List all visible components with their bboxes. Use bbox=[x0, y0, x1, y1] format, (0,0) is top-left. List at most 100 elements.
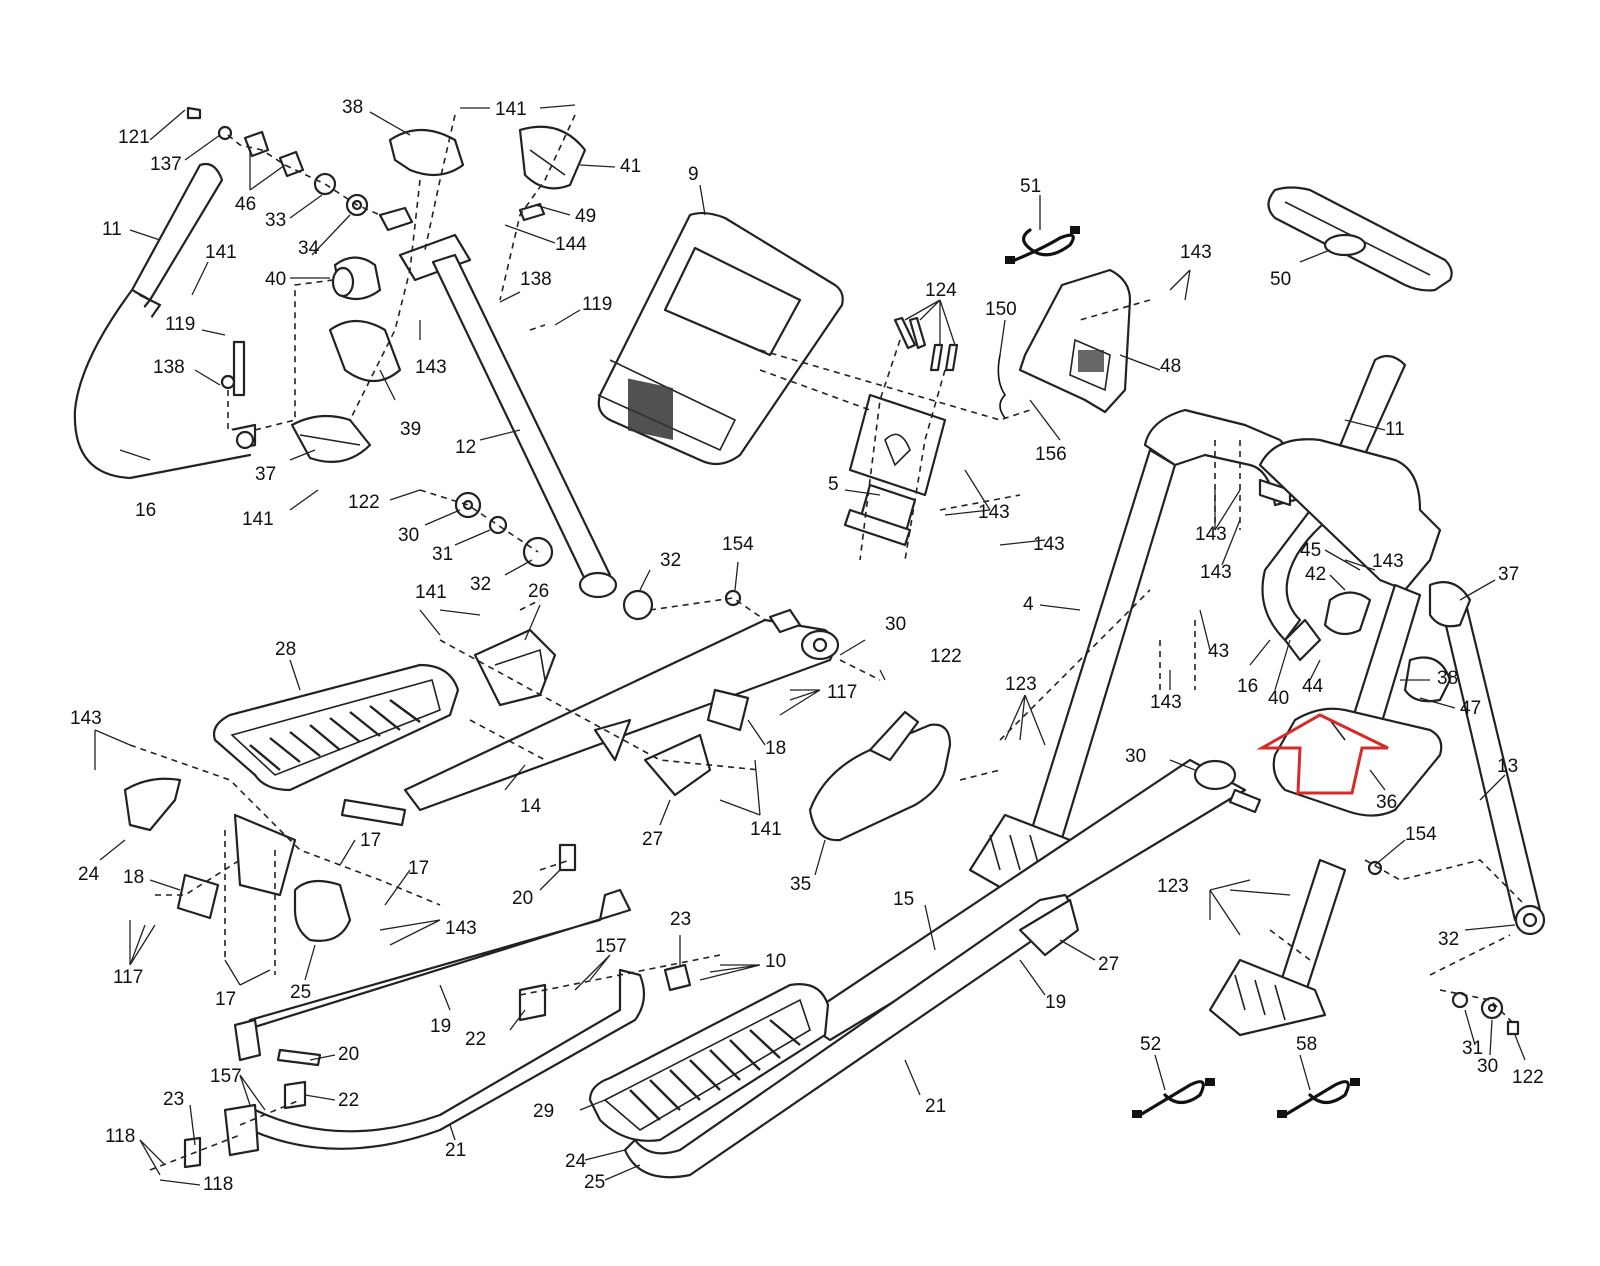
callout-33: 33 bbox=[265, 210, 286, 231]
callout-22b: 22 bbox=[338, 1090, 359, 1111]
callout-12: 12 bbox=[455, 437, 476, 458]
callout-32a: 32 bbox=[470, 574, 491, 595]
callout-9: 9 bbox=[688, 164, 699, 185]
callout-22a: 22 bbox=[465, 1029, 486, 1050]
console-9 bbox=[597, 211, 844, 466]
callout-118b: 118 bbox=[203, 1174, 233, 1195]
callout-31b: 31 bbox=[1462, 1038, 1483, 1059]
callout-45: 45 bbox=[1300, 540, 1321, 561]
callout-16a: 16 bbox=[135, 500, 156, 521]
callout-156: 156 bbox=[1035, 444, 1067, 465]
callout-43: 43 bbox=[1208, 641, 1229, 662]
rail-19-left bbox=[233, 888, 632, 1062]
power-cord-51 bbox=[1005, 226, 1080, 264]
callout-25a: 25 bbox=[290, 982, 311, 1003]
callout-50: 50 bbox=[1270, 269, 1291, 290]
callout-154a: 154 bbox=[722, 534, 754, 555]
callout-117a: 117 bbox=[827, 682, 857, 703]
callout-143d: 143 bbox=[1033, 534, 1065, 555]
callout-144: 144 bbox=[555, 234, 587, 255]
callout-14: 14 bbox=[520, 796, 542, 817]
callout-24a: 24 bbox=[78, 864, 100, 885]
callout-41: 41 bbox=[620, 156, 641, 177]
callout-17a: 17 bbox=[360, 830, 381, 851]
pivot-bushing-parts bbox=[290, 125, 587, 463]
callout-157b: 157 bbox=[210, 1066, 242, 1087]
pedal-arm-15 bbox=[798, 758, 1262, 1042]
callout-10: 10 bbox=[765, 951, 786, 972]
callout-labels: 121 137 46 33 34 38 141 41 49 144 11 141… bbox=[70, 97, 1544, 1195]
pedal-shroud-35 bbox=[808, 710, 952, 842]
callout-28: 28 bbox=[275, 639, 296, 660]
callout-20a: 20 bbox=[512, 888, 533, 909]
pedal-plate-18 bbox=[176, 688, 750, 920]
pedal-bracket-26 bbox=[473, 628, 557, 707]
callout-138b: 138 bbox=[153, 357, 185, 378]
callout-21a: 21 bbox=[445, 1140, 466, 1161]
callout-32b: 32 bbox=[660, 550, 681, 571]
callout-25b: 25 bbox=[584, 1172, 605, 1193]
callout-34: 34 bbox=[298, 238, 320, 259]
callout-30b: 30 bbox=[885, 614, 906, 635]
callout-36: 36 bbox=[1376, 792, 1397, 813]
callout-141e: 141 bbox=[750, 819, 782, 840]
callout-117b: 117 bbox=[113, 967, 143, 988]
callout-29: 29 bbox=[533, 1101, 554, 1122]
callout-17b: 17 bbox=[408, 858, 429, 879]
callout-122b: 122 bbox=[930, 646, 962, 667]
left-upper-arm-11 bbox=[73, 162, 257, 480]
callout-124: 124 bbox=[925, 280, 957, 301]
stabilizer-foot-right bbox=[1208, 858, 1347, 1037]
callout-27a: 27 bbox=[642, 829, 663, 850]
rail-21-left bbox=[223, 968, 646, 1157]
callout-16b: 16 bbox=[1237, 676, 1258, 697]
callout-138a: 138 bbox=[520, 269, 552, 290]
callout-46: 46 bbox=[235, 194, 256, 215]
callout-157a: 157 bbox=[595, 936, 627, 957]
callout-141b: 141 bbox=[205, 242, 237, 263]
callout-141d: 141 bbox=[415, 582, 447, 603]
small-hardware-left bbox=[183, 963, 692, 1169]
callout-42: 42 bbox=[1305, 564, 1326, 585]
washers-right bbox=[1367, 860, 1520, 1036]
callout-4: 4 bbox=[1023, 594, 1034, 615]
pivot-washers-left bbox=[454, 491, 742, 621]
callout-30a: 30 bbox=[398, 525, 419, 546]
callout-122c: 122 bbox=[1512, 1067, 1544, 1088]
callout-20b: 20 bbox=[338, 1044, 359, 1065]
callout-47: 47 bbox=[1460, 698, 1481, 719]
console-mount-5 bbox=[843, 316, 959, 547]
foot-pedal-29 bbox=[588, 983, 830, 1142]
callout-17c: 17 bbox=[215, 989, 236, 1010]
callout-48: 48 bbox=[1160, 356, 1181, 377]
callout-119b: 119 bbox=[165, 314, 195, 335]
callout-26: 26 bbox=[528, 581, 549, 602]
callout-150: 150 bbox=[985, 299, 1017, 320]
callout-119a: 119 bbox=[582, 294, 612, 315]
callout-18a: 18 bbox=[765, 738, 786, 759]
callout-143i: 143 bbox=[70, 708, 102, 729]
callout-143e: 143 bbox=[1195, 524, 1227, 545]
callout-137: 137 bbox=[150, 154, 182, 175]
handle-tray-50 bbox=[1267, 186, 1453, 292]
callout-141a: 141 bbox=[495, 99, 527, 120]
callout-39: 39 bbox=[400, 419, 421, 440]
callout-122a: 122 bbox=[348, 492, 380, 513]
cable-58 bbox=[1277, 1078, 1360, 1118]
callout-37a: 37 bbox=[255, 464, 276, 485]
callout-143a: 143 bbox=[415, 357, 447, 378]
callout-44: 44 bbox=[1302, 676, 1324, 697]
callout-37b: 37 bbox=[1498, 564, 1519, 585]
callout-143h: 143 bbox=[1150, 692, 1182, 713]
callout-32c: 32 bbox=[1438, 929, 1459, 950]
pedal-bracket-27-right bbox=[1018, 898, 1080, 957]
center-post-upper bbox=[1258, 438, 1546, 936]
callout-19b: 19 bbox=[430, 1016, 451, 1037]
foot-pedal-28 bbox=[212, 663, 460, 792]
callout-21b: 21 bbox=[925, 1096, 946, 1117]
callout-143f: 143 bbox=[1200, 562, 1232, 583]
callout-23b: 23 bbox=[163, 1089, 184, 1110]
callout-40b: 40 bbox=[1268, 688, 1289, 709]
callout-123b: 123 bbox=[1157, 876, 1189, 897]
